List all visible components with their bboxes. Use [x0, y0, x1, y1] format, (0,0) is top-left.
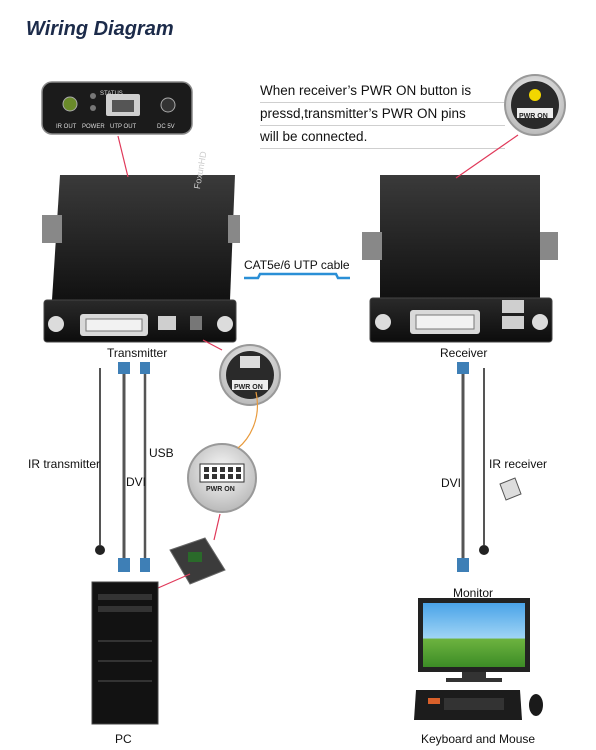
monitor	[418, 598, 530, 682]
ir-receiver-label: IR receiver	[489, 457, 548, 471]
note-line-1: When receiver’s PWR ON button is	[260, 80, 505, 103]
monitor-label: Monitor	[453, 586, 494, 600]
pwr-on-label-header: PWR ON	[206, 486, 235, 493]
pc-tower	[91, 581, 159, 725]
cable-label: CAT5e/6 UTP cable	[244, 258, 350, 272]
keyboard-mouse-label: Keyboard and Mouse	[421, 732, 536, 746]
transmitter-pwr-on-pins-closeup	[219, 344, 281, 406]
pwr-on-note: When receiver’s PWR ON button is pressd,…	[260, 80, 505, 149]
page-title: Wiring Diagram	[26, 18, 174, 40]
status-label: STATUS	[100, 91, 123, 97]
transmitter-cables	[95, 362, 150, 572]
receiver-cables	[457, 362, 489, 572]
transmitter-device	[42, 175, 240, 343]
ir-out-label: IR OUT	[56, 124, 77, 130]
dvi-label-right: DVI	[441, 476, 462, 490]
pwr-on-label-transmitter: PWR ON	[234, 384, 263, 391]
dc-label: DC 5V	[157, 124, 175, 130]
receiver-label: Receiver	[440, 346, 488, 360]
receiver-device	[362, 175, 558, 343]
pwr-on-label-receiver: PWR ON	[519, 113, 548, 120]
pc-label: PC	[115, 732, 132, 746]
ir-transmitter-label: IR transmitter	[28, 457, 101, 471]
power-label: POWER	[82, 124, 105, 130]
transmitter-label: Transmitter	[107, 346, 168, 360]
motherboard-pwr-on-header-closeup	[187, 443, 257, 513]
receiver-pwr-on-button-closeup	[504, 74, 566, 136]
dvi-label-left: DVI	[126, 475, 147, 489]
keyboard-and-mouse	[414, 690, 543, 720]
transmitter-back-panel	[41, 81, 193, 135]
motherboard	[169, 537, 226, 585]
note-line-2: pressd,transmitter’s PWR ON pins	[260, 103, 505, 126]
note-line-3: will be connected.	[260, 126, 505, 149]
utp-out-label: UTP OUT	[110, 124, 137, 130]
usb-label: USB	[149, 446, 174, 460]
